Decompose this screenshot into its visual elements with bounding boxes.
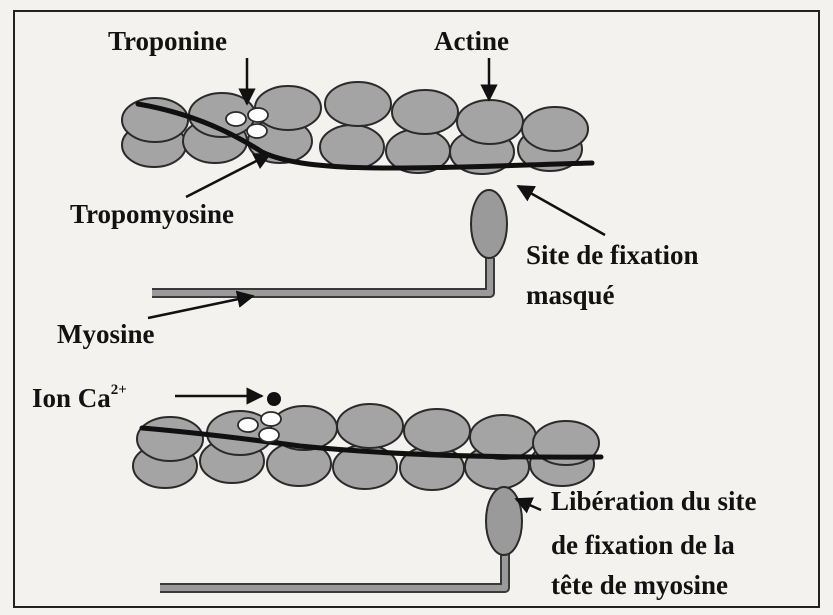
actin-monomer (320, 125, 384, 169)
calcium-ion (267, 392, 281, 406)
actin-monomer (325, 82, 391, 126)
troponin-subunit (238, 418, 258, 432)
troponin-subunit (247, 124, 267, 138)
label-liberation-line2: de fixation de la (551, 530, 735, 561)
actin-monomer (392, 90, 458, 134)
troponin-subunit (259, 428, 279, 442)
myosine-arrow (148, 296, 253, 318)
label-liberation-line3: tête de myosine (551, 570, 728, 601)
actin-monomer (137, 417, 203, 461)
label-ion-calcium: Ion Ca2+ (32, 383, 127, 414)
label-tropomyosine: Tropomyosine (70, 199, 234, 230)
myosin-tail (160, 553, 505, 588)
label-ion-ca-charge: 2+ (111, 382, 127, 398)
activated-state-diagram (133, 392, 601, 588)
actin-monomer (404, 409, 470, 453)
troponin-subunit (248, 108, 268, 122)
troponin-subunit (226, 112, 246, 126)
myosin-tail-outline (152, 258, 490, 293)
label-myosine: Myosine (57, 319, 155, 350)
actin-monomer (470, 415, 536, 459)
actin-monomer (337, 404, 403, 448)
actin-monomer (522, 107, 588, 151)
myosin-tail-outline (160, 553, 505, 588)
label-site-masque-line1: Site de fixation (526, 240, 699, 271)
label-ion-ca-base: Ion Ca (32, 383, 111, 413)
actin-monomer (457, 100, 523, 144)
label-troponine: Troponine (108, 26, 227, 57)
myosin-head (486, 487, 522, 555)
myosin-tail (152, 258, 490, 293)
actin-monomer (255, 86, 321, 130)
troponin-subunit (261, 412, 281, 426)
label-actine: Actine (434, 26, 509, 57)
label-site-masque-line2: masqué (526, 280, 615, 311)
actin-monomer (122, 98, 188, 142)
site-masque-arrow (518, 186, 605, 235)
label-liberation-line1: Libération du site (551, 486, 757, 517)
myosin-head (471, 190, 507, 258)
